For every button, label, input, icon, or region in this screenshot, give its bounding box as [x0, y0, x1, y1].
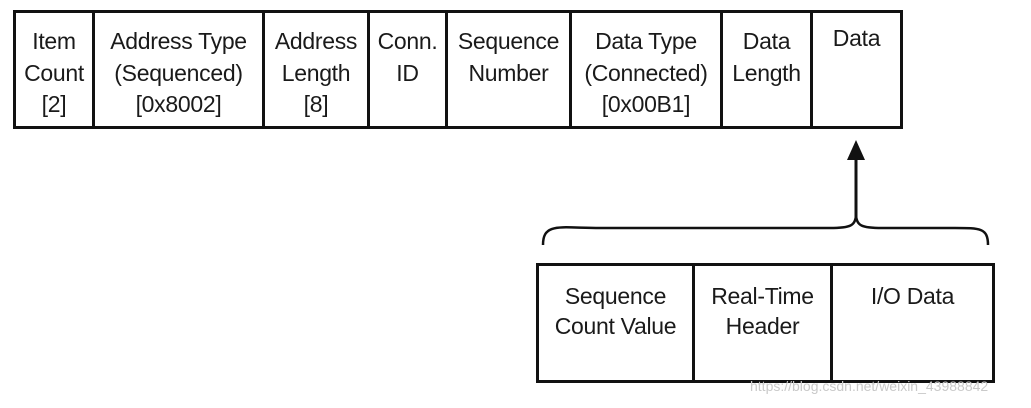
field-data-type: Data Type (Connected) [0x00B1]	[572, 13, 723, 126]
field-sequence-number: Sequence Number	[448, 13, 572, 126]
field-line: Length	[281, 59, 351, 86]
arrow-head-icon	[847, 140, 865, 160]
field-line: Data Type	[595, 28, 697, 54]
field-line: Data	[742, 28, 791, 54]
field-sequence-count-value: Sequence Count Value	[539, 266, 695, 380]
field-line: Data	[832, 25, 881, 51]
data-breakdown-table: Sequence Count Value Real-Time Header I/…	[536, 263, 995, 383]
field-data-length: Data Length	[723, 13, 813, 126]
field-line: Sequence	[457, 28, 560, 54]
field-line: Sequence	[564, 283, 667, 309]
curly-brace	[541, 213, 990, 246]
field-line: Address Type	[110, 28, 247, 54]
packet-fields-table: Item Count [2] Address Type (Sequenced) …	[13, 10, 903, 129]
field-line: [2]	[41, 91, 67, 117]
field-line: Address	[274, 28, 358, 54]
field-line: Length	[732, 59, 801, 86]
field-real-time-header: Real-Time Header	[695, 266, 833, 380]
field-line: (Sequenced)	[114, 59, 243, 86]
field-line: Count	[24, 59, 84, 86]
field-line: [0x8002]	[135, 91, 222, 117]
field-conn-id: Conn. ID	[370, 13, 448, 126]
field-line: Real-Time	[711, 283, 814, 309]
field-line: Count Value	[554, 313, 677, 339]
field-data: Data	[813, 13, 900, 126]
field-address-length: Address Length [8]	[265, 13, 370, 126]
field-item-count: Item Count [2]	[16, 13, 95, 126]
field-line: (Connected)	[584, 59, 708, 86]
field-line: Header	[725, 313, 800, 339]
field-line: [0x00B1]	[601, 91, 691, 117]
field-line: ID	[396, 59, 419, 86]
field-address-type: Address Type (Sequenced) [0x8002]	[95, 13, 265, 126]
field-line: Item	[32, 28, 76, 54]
watermark: https://blog.csdn.net/weixin_43988842	[750, 378, 989, 394]
field-line: Number	[468, 59, 549, 86]
field-line: Conn.	[377, 28, 438, 54]
field-io-data: I/O Data	[833, 266, 992, 380]
field-line: I/O Data	[870, 283, 955, 309]
field-line: [8]	[303, 91, 329, 117]
